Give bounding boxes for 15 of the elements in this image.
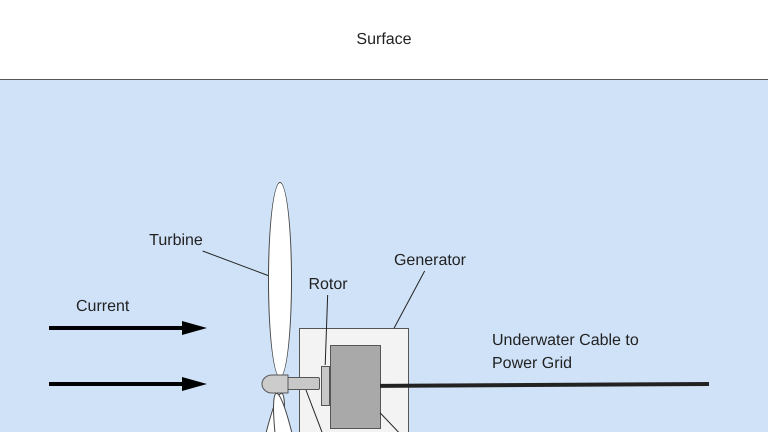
part-label: Generator xyxy=(394,252,466,270)
generator-core xyxy=(330,345,381,429)
flow-label: Current xyxy=(76,297,130,317)
region-label: Surface xyxy=(356,30,412,48)
surface-band xyxy=(0,0,768,80)
leader-line xyxy=(324,294,328,366)
leader-line xyxy=(394,270,426,328)
leader-line xyxy=(305,390,326,432)
rotor-plate xyxy=(321,366,330,406)
shaft xyxy=(287,377,320,390)
leader-line xyxy=(202,250,268,276)
part-label: Turbine xyxy=(149,232,203,250)
part-label: Rotor xyxy=(308,276,348,294)
cable-line xyxy=(380,382,710,388)
cable-label: Underwater Cable to Power Grid xyxy=(492,331,640,374)
